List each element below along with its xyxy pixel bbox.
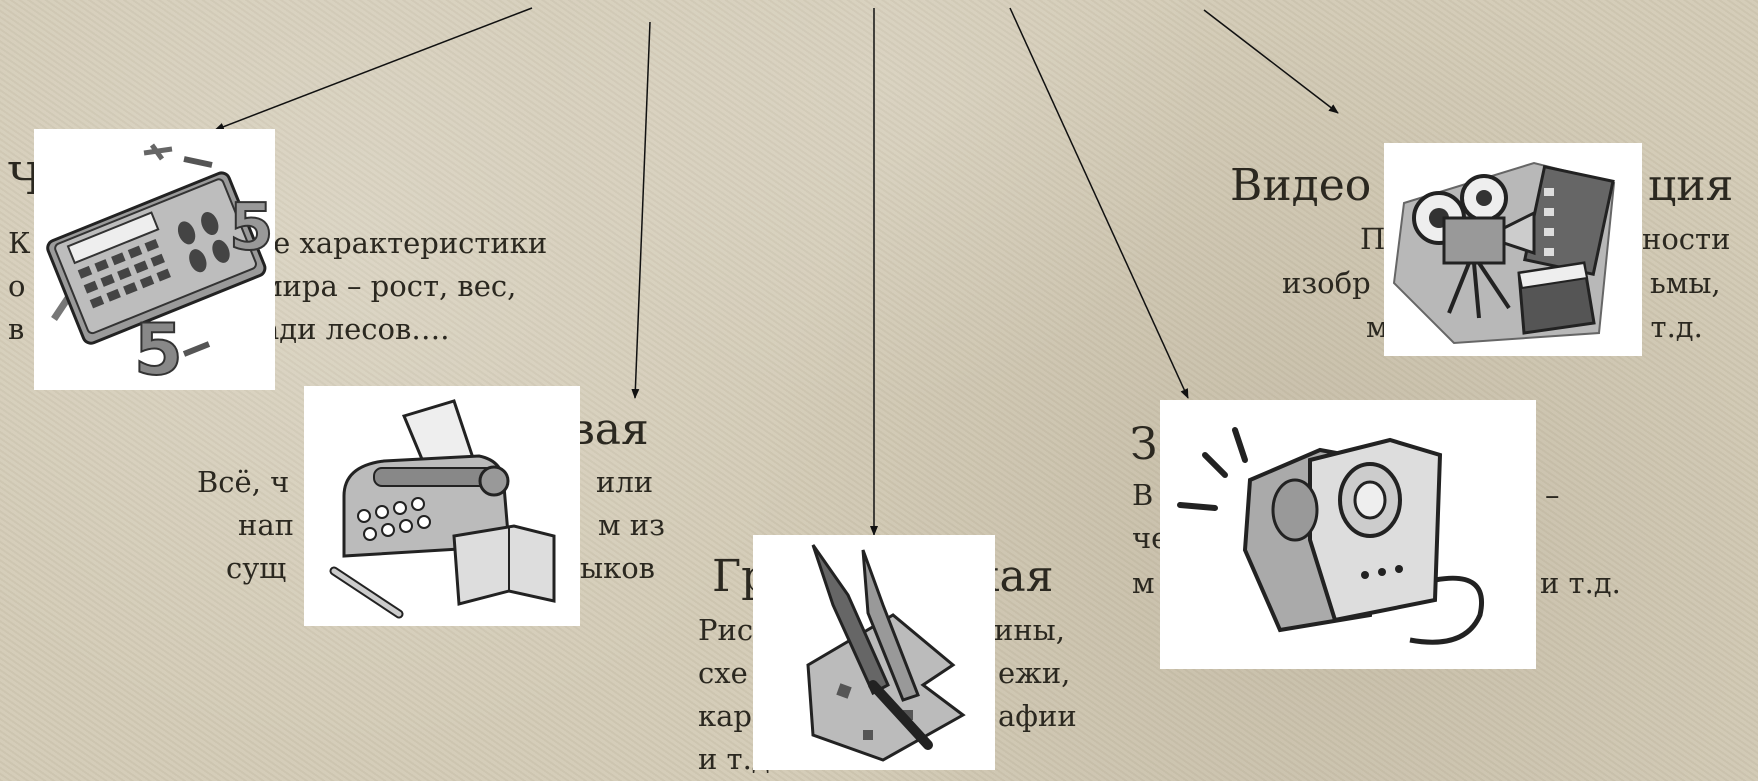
video-heading-start: Видео bbox=[1230, 161, 1371, 211]
sound-text-line: и т.д. bbox=[1540, 566, 1621, 600]
video-text-line: П bbox=[1360, 222, 1385, 256]
text-text-line: Всё, ч bbox=[197, 465, 289, 499]
speakers-icon bbox=[1160, 400, 1536, 669]
graphic-text-line: Рис bbox=[698, 613, 753, 647]
text-heading: вая bbox=[570, 405, 649, 455]
numeric-text-line: о bbox=[8, 269, 25, 303]
text-text-line: или bbox=[596, 465, 653, 499]
paintbrush-icon bbox=[753, 535, 995, 770]
graphic-text-line: кар bbox=[698, 699, 752, 733]
video-text-line: ности bbox=[1642, 222, 1730, 256]
sound-text-line: – bbox=[1545, 478, 1560, 512]
arrow-to-numeric bbox=[215, 8, 532, 130]
text-text-line: сущ bbox=[226, 551, 286, 585]
arrow-to-video bbox=[1204, 10, 1338, 113]
numeric-text-line: ые характеристики bbox=[250, 226, 547, 260]
video-text-line: изобр bbox=[1282, 266, 1371, 300]
typewriter-icon bbox=[304, 386, 580, 626]
film-camera-icon bbox=[1384, 143, 1642, 356]
numeric-text-line: в bbox=[8, 312, 24, 346]
video-heading-end: ция bbox=[1648, 161, 1733, 211]
numeric-text-line: К bbox=[8, 226, 30, 260]
graphic-text-line: афии bbox=[998, 699, 1077, 733]
text-text-line: нап bbox=[238, 508, 294, 542]
arrow-to-sound bbox=[1010, 8, 1188, 398]
arrow-to-text bbox=[635, 22, 650, 398]
sound-text-line: м bbox=[1132, 566, 1155, 600]
sound-text-line: В bbox=[1132, 478, 1153, 512]
numeric-text-line: ади лесов…. bbox=[262, 312, 450, 346]
numeric-text-line: мира – рост, вес, bbox=[260, 269, 516, 303]
sound-heading: З bbox=[1130, 420, 1157, 470]
graphic-text-line: ежи, bbox=[998, 656, 1070, 690]
svg-text:5: 5 bbox=[134, 309, 183, 390]
graphic-text-line: ины, bbox=[994, 613, 1065, 647]
calculator-icon: 5 5 bbox=[34, 129, 275, 390]
text-text-line: м из bbox=[598, 508, 665, 542]
graphic-text-line: схе bbox=[698, 656, 748, 690]
text-text-line: ыков bbox=[580, 551, 655, 585]
video-text-line: ьмы, bbox=[1650, 266, 1721, 300]
svg-text:5: 5 bbox=[229, 191, 274, 265]
